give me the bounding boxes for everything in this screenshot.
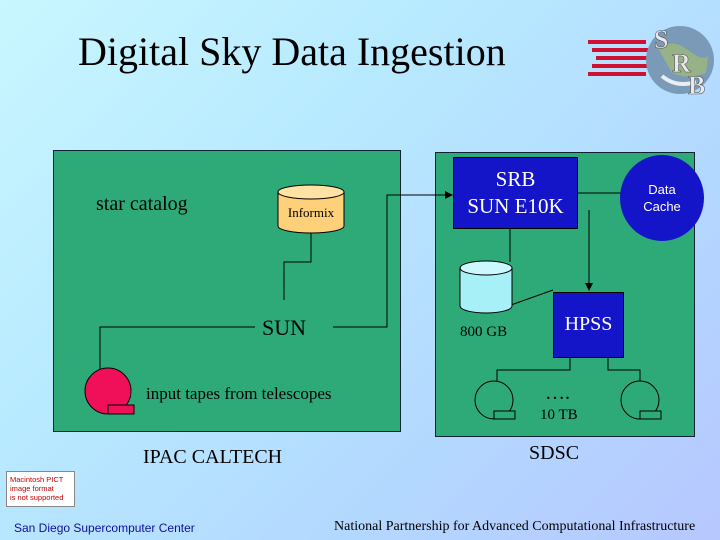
logo-letter-s: S [654,25,668,54]
sdsc-label: SDSC [529,442,580,464]
pict-line-2: image format [10,484,54,493]
tape-size-label: 10 TB [540,407,578,423]
data-cache-line2: Cache [643,199,681,214]
input-tapes-label: input tapes from telescopes [146,384,332,403]
srb-server-box: SRB SUN E10K [453,157,578,229]
star-catalog-label: star catalog [96,193,188,215]
pict-line-3: is not supported [10,493,64,502]
logo-letter-r: R [672,49,691,78]
footer-right: National Partnership for Advanced Comput… [334,519,696,534]
sun-label: SUN [262,315,307,340]
footer-left: San Diego Supercomputer Center [14,521,195,535]
informix-label: Informix [288,205,335,220]
informix-cylinder: Informix [277,184,345,234]
input-tape-reel [84,367,135,415]
tape-ellipsis: …. [545,382,570,404]
pict-placeholder: Macintosh PICT image format is not suppo… [6,471,75,507]
disk-800gb-cylinder [459,260,513,314]
srb-label: SRB [495,167,536,191]
sun-e10k-label: SUN E10K [467,194,564,218]
data-cache-node: Data Cache [620,155,704,241]
sun-srb-arrow [333,191,453,328]
slide-title: Digital Sky Data Ingestion [78,29,506,74]
hpss-tape-left-connector [496,358,571,385]
hpss-tape-right-connector [607,358,641,385]
logo-letter-b: B [688,71,705,98]
sun-tape-connector [99,326,255,372]
informix-sun-connector [283,233,312,300]
ipac-caltech-label: IPAC CALTECH [143,446,283,468]
pict-line-1: Macintosh PICT [10,475,64,484]
data-cache-line1: Data [648,182,676,197]
logo-stripes [588,40,654,76]
hpss-tape-reel-right [620,380,662,420]
disk-size-label: 800 GB [460,324,508,340]
hpss-box: HPSS [553,292,624,358]
hpss-tape-reel-left [474,380,516,420]
srb-logo: S R B [588,25,714,98]
